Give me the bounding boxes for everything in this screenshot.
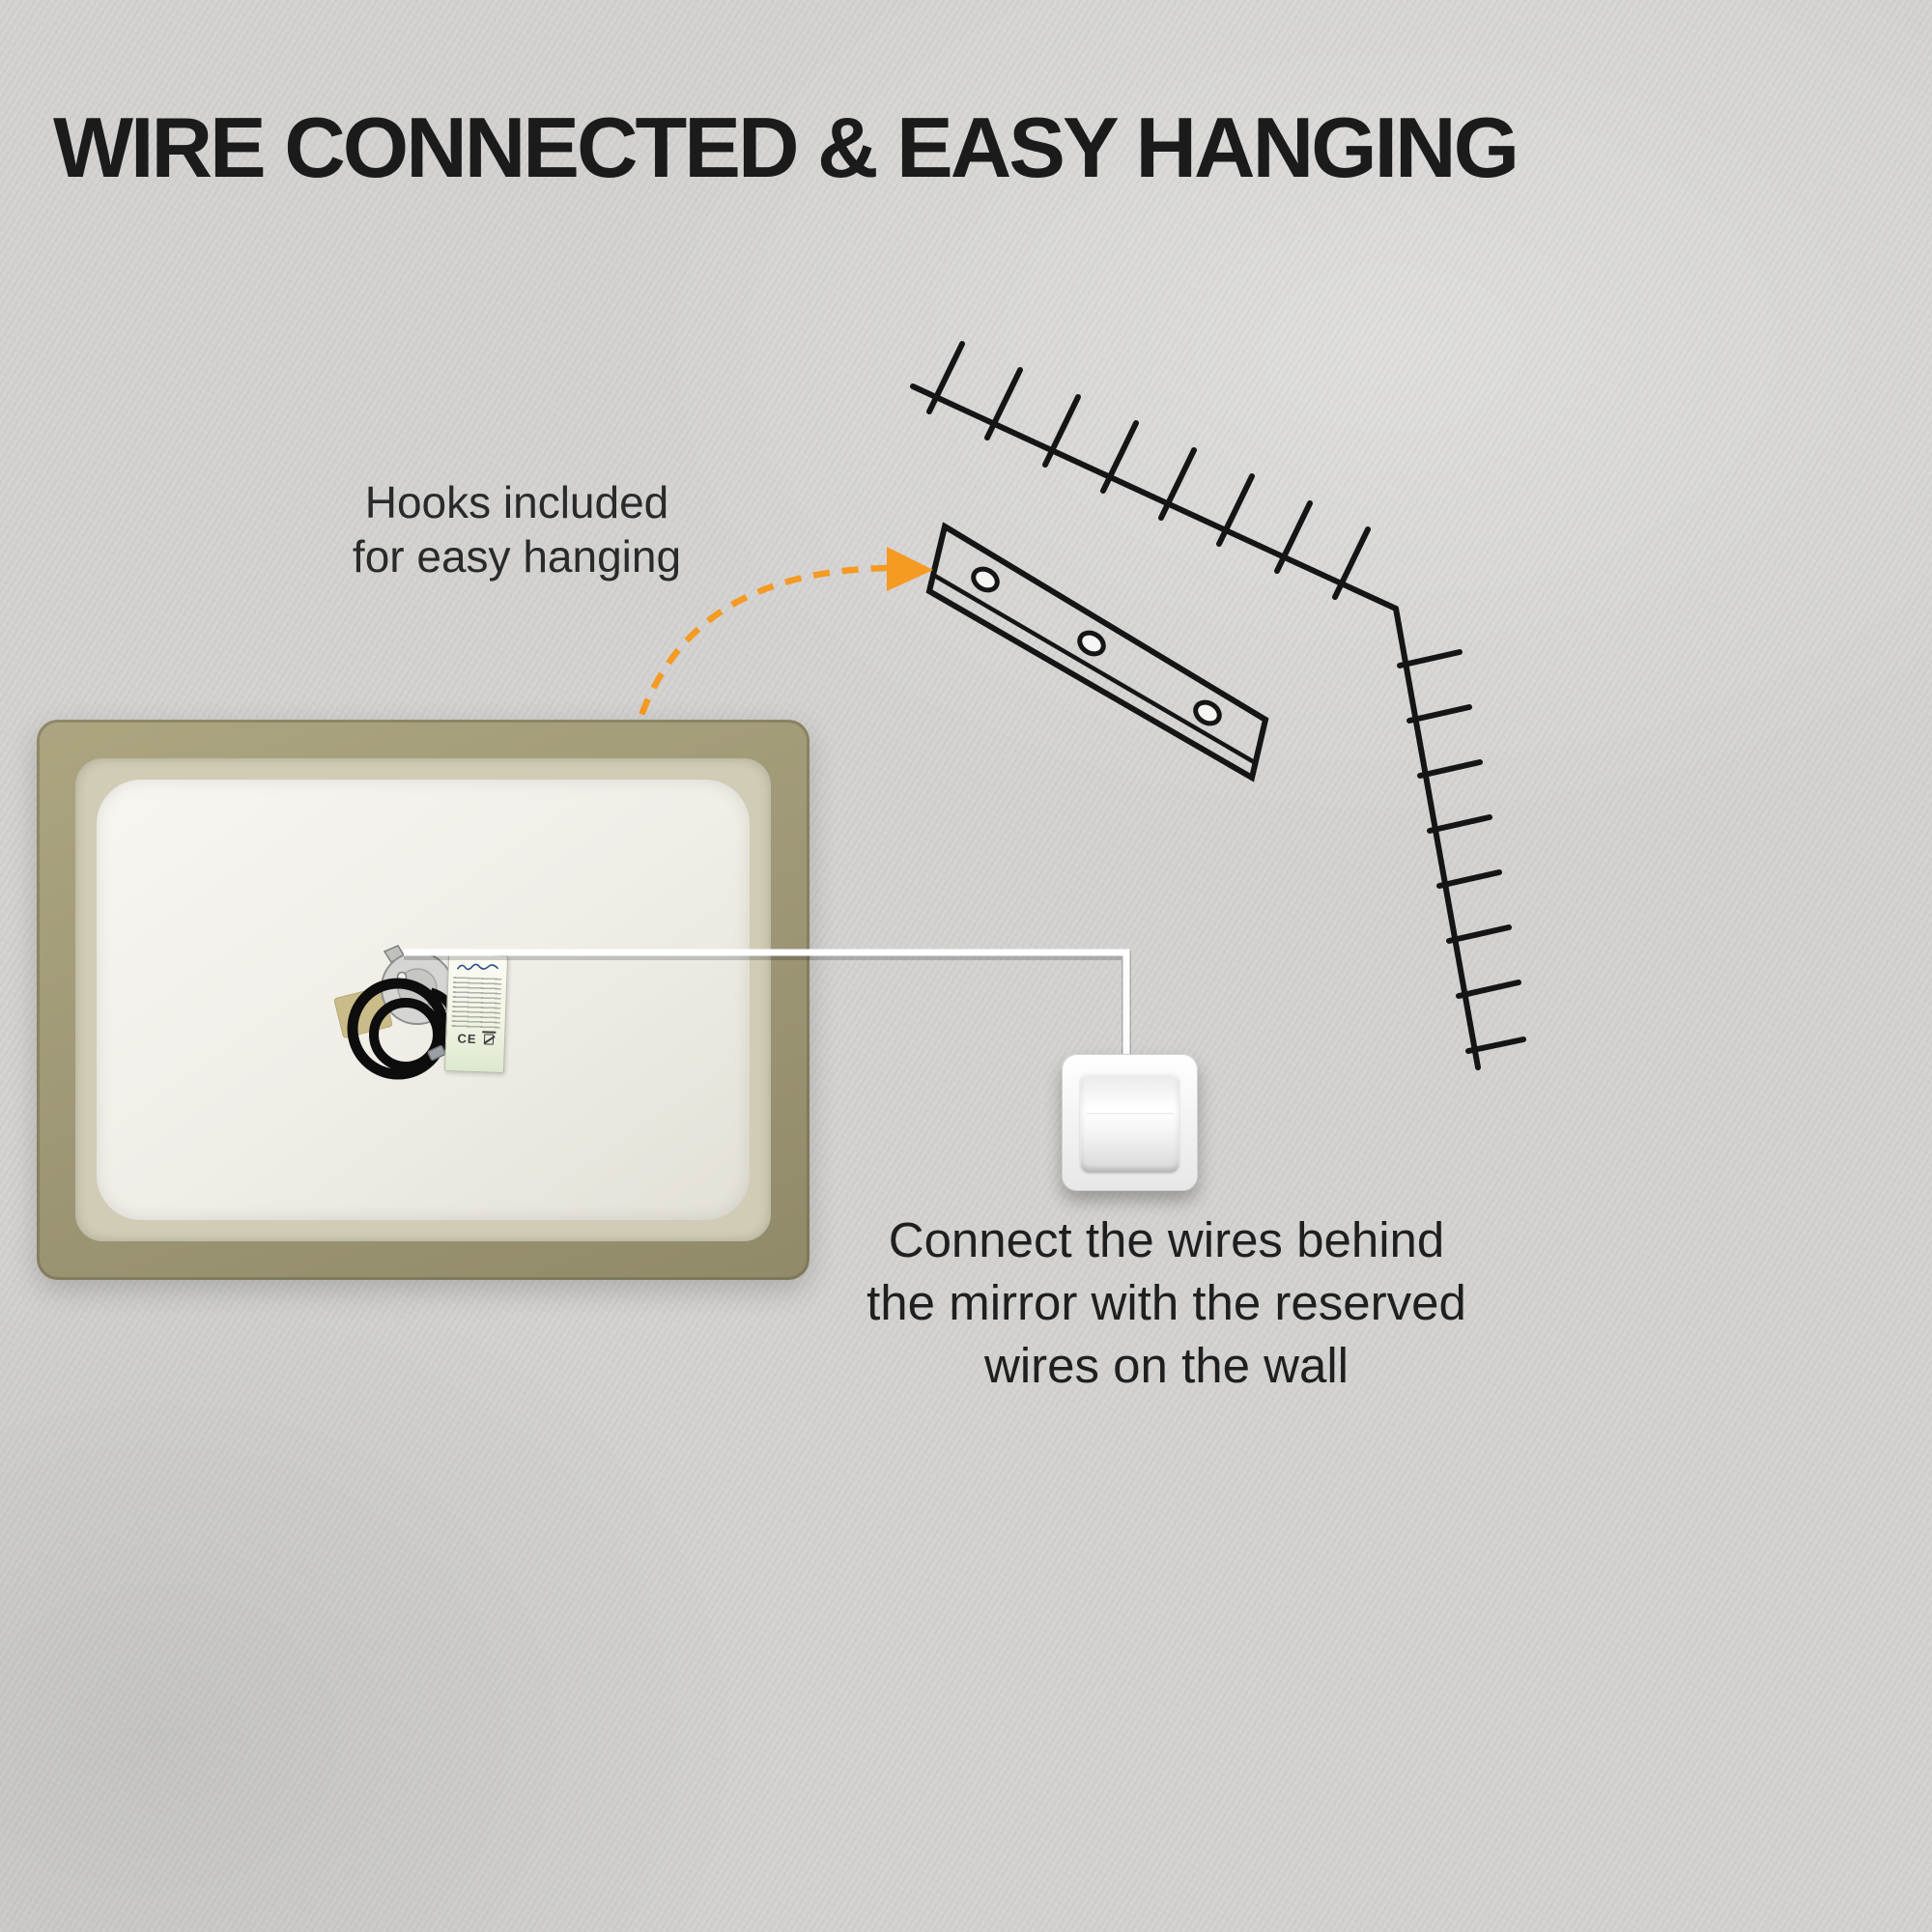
product-label: CE [443,952,509,1074]
light-switch-icon [1062,1054,1198,1191]
hooks-note-line2: for easy hanging [352,531,682,582]
arrowhead [887,547,933,591]
hooks-note: Hooks included for easy hanging [290,475,744,583]
wire-junction-cluster [333,945,459,1080]
hooks-note-line1: Hooks included [364,477,669,527]
brand-logo-script [456,963,499,971]
connect-note: Connect the wires behind the mirror with… [845,1209,1488,1397]
page-title: WIRE CONNECTED & EASY HANGING [53,99,1520,195]
switch-rocker [1080,1072,1179,1173]
label-fine-print [451,977,502,1029]
connect-note-line2: the mirror with the reserved [867,1274,1466,1330]
wall-mount-bracket-illustration [910,341,1526,1070]
certification-row: CE [457,1031,494,1046]
mirror-back-photo: CE [37,720,810,1280]
connect-note-line3: wires on the wall [984,1337,1349,1393]
connect-note-line1: Connect the wires behind [888,1212,1445,1267]
ce-mark: CE [457,1031,477,1047]
crossed-out-bin-icon [483,1034,494,1045]
